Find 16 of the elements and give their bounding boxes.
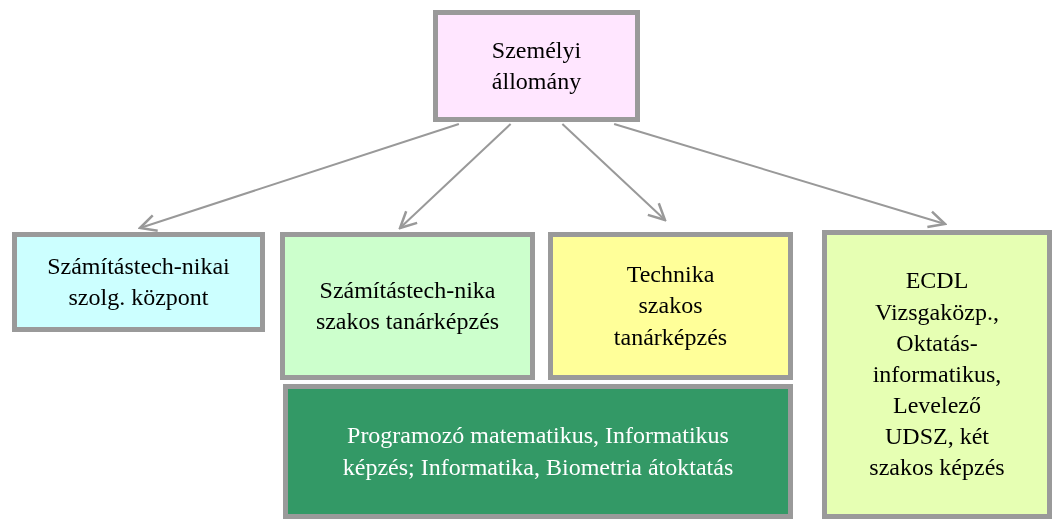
box-label: Számítástech-nika szakos tanárképzés [314,275,501,336]
text-box [433,10,640,122]
text-box [822,230,1052,519]
text-box [283,384,793,519]
box-label: Technika szakos tanárképzés [612,260,729,352]
box-label: Személyi állomány [490,35,583,96]
arrow [138,123,460,232]
arrow [613,123,947,229]
arrow [561,123,667,222]
text-box [548,232,793,380]
text-box [12,232,265,332]
box-label: Számítástech-nikai szolg. központ [46,251,231,312]
text-box [280,232,535,380]
box-label: ECDL Vizsgaközp., Oktatás-informatikus, Levelező UDSZ, két szakos képzés [868,266,1006,483]
box-label: Programozó matematikus, Informatikus képzés; Informatika, Biometria átoktatás [341,421,735,482]
arrow [398,123,512,230]
